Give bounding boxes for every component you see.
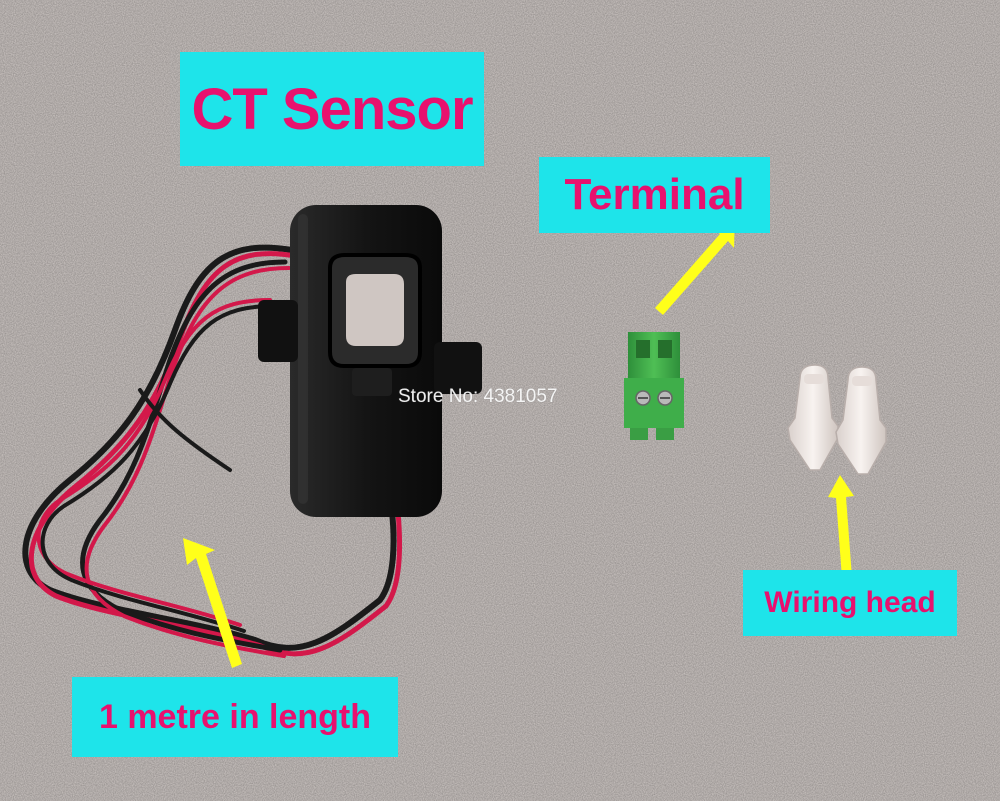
cable-length-label: 1 metre in length <box>72 677 398 757</box>
arrow-to-terminal-icon <box>655 215 735 315</box>
terminal-label: Terminal <box>539 157 770 233</box>
store-watermark: Store No: 4381057 <box>398 386 558 407</box>
wiring-head-caps <box>787 364 887 475</box>
wiring-head-label: Wiring head <box>743 570 957 636</box>
arrow-to-wiring-head-icon <box>828 475 854 578</box>
terminal-block <box>624 332 684 440</box>
title-label: CT Sensor <box>180 52 484 166</box>
arrow-to-cable-icon <box>183 538 242 668</box>
ct-sensor-body <box>258 205 482 517</box>
sensor-cable <box>22 244 403 658</box>
